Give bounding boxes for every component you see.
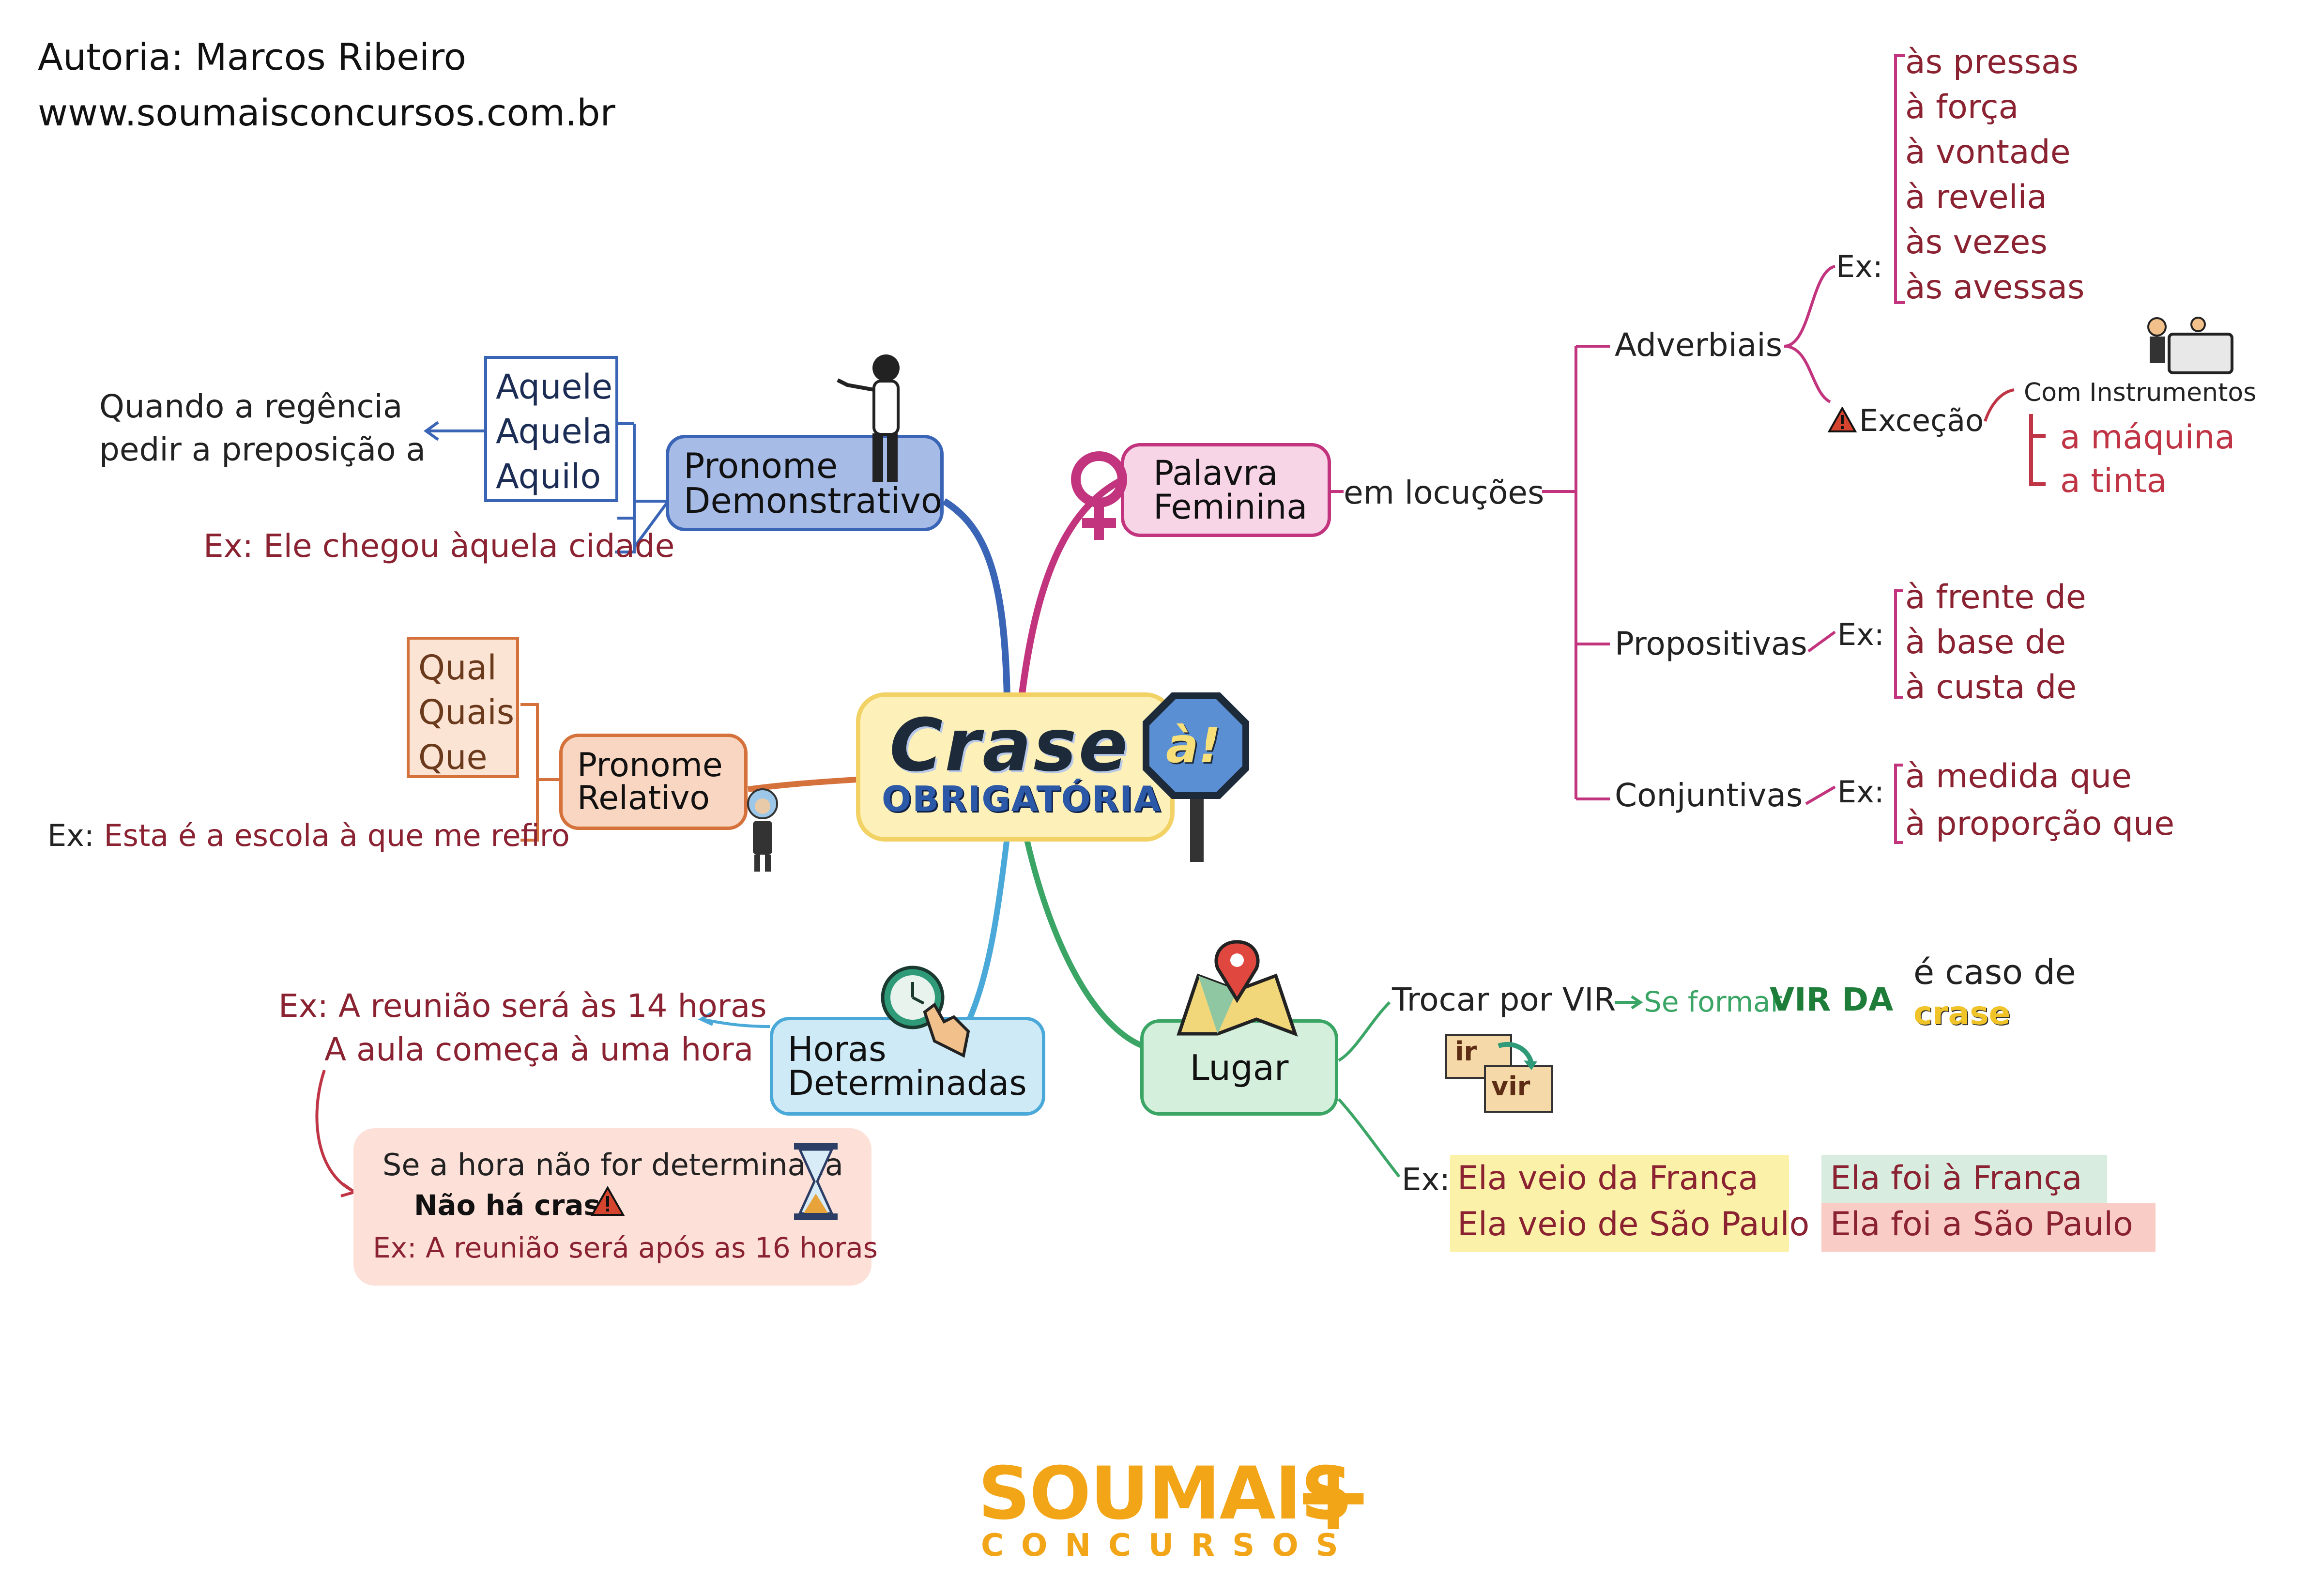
crase-scribble-area: é caso de crase [1903,947,2082,1053]
example-text: Esta é a escola à que me refiro [104,818,570,853]
central-title: Crase [889,704,1130,788]
example: às pressas [1905,43,2079,81]
sign-text: à! [1166,717,1221,774]
word-aquele: Aquele [496,367,613,407]
icon-vir-label: vir [1491,1071,1530,1102]
em-locucoes: em locuções [1344,474,1544,511]
node-label: Pronome Demonstrativo [684,445,942,521]
map-pin-icon [1174,937,1300,1041]
excecao-label: Exceção [1859,403,1984,438]
demonstrativo-words-box: Aquele Aquela Aquilo [484,356,618,502]
word-qual: Qual [418,648,497,688]
highlight-green [1821,1155,2107,1203]
soumais-logo[interactable]: SOUMAIS + CONCURSOS [978,1448,1375,1569]
warning-icon [590,1185,625,1216]
crase-sign-icon: à! [1138,688,1254,862]
example: à vontade [1905,133,2071,171]
exception-title: Com Instrumentos [2024,378,2257,407]
exception-example-2: a tinta [2060,462,2167,500]
rule-part1: Trocar por VIR [1392,981,1616,1018]
author-credit: Autoria: Marcos Ribeiro [38,35,467,78]
lugar-example-right-1: Ela foi à França [1830,1159,2082,1197]
word-quais: Quais [418,692,515,733]
example: à força [1905,88,2019,126]
lugar-example-right-2: Ela foi a São Paulo [1830,1205,2133,1243]
central-subtitle: OBRIGATÓRIA [882,779,1162,819]
lugar-rule-2: Se formar [1644,985,1782,1018]
prepositivas-label: Propositivas [1615,625,1807,662]
central-topic: Crase OBRIGATÓRIA [856,692,1175,842]
node-horas-determinadas[interactable]: Horas Determinadas [770,1017,1045,1116]
horas-example-2: A aula começa à uma hora [324,1031,754,1068]
horas-note: Se a hora não for determinada [382,1147,843,1182]
lugar-example-left-2: Ela veio de São Paulo [1457,1205,1810,1243]
node-label: Palavra Feminina [1153,453,1308,527]
example: às avessas [1905,268,2085,307]
person-pointing-icon [818,351,915,487]
exception-example-1: a máquina [2060,418,2235,457]
prepositivas-ex: Ex: [1837,617,1884,652]
relativo-words-box: Qual Quais Que [407,637,519,778]
logo-line1: SOUMAIS [978,1452,1353,1536]
node-label: Lugar [1190,1047,1289,1088]
icon-ir-label: ir [1455,1036,1477,1067]
clock-hand-icon [872,964,978,1060]
word-aquela: Aquela [496,412,612,452]
website-link[interactable]: www.soumaisconcursos.com.br [38,91,615,134]
relativo-example: Ex: Esta é a escola à que me refiro [47,821,570,851]
ir-vir-icon: ir vir [1445,1034,1553,1113]
link-relativo [748,777,857,792]
logo-plus: + [1293,1440,1374,1552]
example-prefix: Ex: [47,818,94,853]
female-symbol-icon [1060,448,1138,545]
lugar-result-1: é caso de [1913,952,2076,992]
link-horas [965,837,1010,1023]
adverbiais-label: Adverbiais [1615,326,1783,364]
node-label: Horas Determinadas [788,1029,1027,1103]
prepositivas-example-1: à frente de [1905,578,2086,616]
link-demonstrativo [942,498,1010,698]
word-que: Que [418,737,488,777]
link-lugar [1024,837,1144,1049]
lugar-rule-3: VIR DA [1770,981,1894,1018]
node-pronome-relativo[interactable]: Pronome Relativo [559,734,748,830]
conjuntivas-ex: Ex: [1837,774,1884,810]
demonstrativo-rule: Quando a regência pedir a preposição a [99,388,426,469]
lugar-example-left-1: Ela veio da França [1457,1159,1758,1197]
highlight-red [1821,1203,2156,1252]
teacher-icon [736,787,789,874]
horas-no-crase: Não há crase [414,1189,620,1222]
conjuntivas-label: Conjuntivas [1615,777,1803,814]
lugar-example-prefix: Ex: [1402,1162,1450,1198]
node-palavra-feminina[interactable]: Palavra Feminina [1121,443,1331,537]
example: à revelia [1905,178,2048,216]
conjuntivas-example-1: à medida que [1905,757,2132,796]
conjuntivas-example-2: à proporção que [1905,805,2175,843]
example: às vezes [1905,223,2048,261]
prepositivas-example-2: à base de [1905,623,2066,661]
lugar-result-2: crase [1913,995,2011,1032]
link-feminina [1018,476,1125,698]
workers-icon [2140,315,2237,378]
hourglass-icon [789,1140,842,1223]
node-lugar[interactable]: Lugar [1140,1019,1338,1116]
node-label: Pronome Relativo [577,746,723,817]
logo-line2: CONCURSOS [981,1528,1356,1564]
adverbiais-ex: Ex: [1836,249,1883,284]
word-aquilo: Aquilo [496,456,601,496]
horas-note-box: Se a hora não for determinada Não há cra… [353,1128,878,1286]
horas-note-example: Ex: A reunião será após as 16 horas [373,1231,878,1264]
warning-icon [1827,406,1857,433]
highlight-yellow [1450,1155,1789,1252]
lugar-rule: Trocar por VIR [1392,984,1616,1016]
horas-example-1: Ex: A reunião será às 14 horas [278,987,767,1025]
prepositivas-example-3: à custa de [1905,668,2077,706]
demonstrativo-example: Ex: Ele chegou àquela cidade [203,527,675,565]
